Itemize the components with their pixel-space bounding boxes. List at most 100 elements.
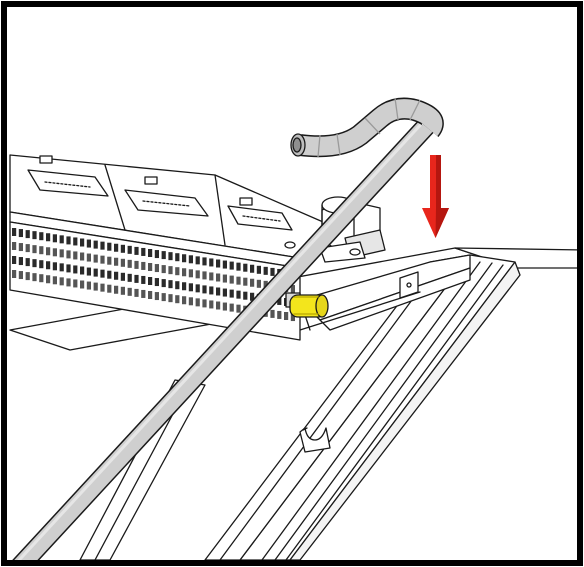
terminal-tooth xyxy=(195,270,200,279)
terminal-tooth xyxy=(86,281,91,290)
terminal-tooth xyxy=(154,278,159,287)
terminal-tooth xyxy=(66,236,71,245)
terminal-tooth xyxy=(222,274,227,283)
terminal-tooth xyxy=(195,256,200,265)
terminal-tooth xyxy=(222,260,227,269)
terminal-tooth xyxy=(32,231,37,240)
terminal-tooth xyxy=(93,268,98,277)
terminal-tooth xyxy=(256,279,261,288)
terminal-tooth xyxy=(141,289,146,298)
terminal-tooth xyxy=(52,262,57,271)
terminal-tooth xyxy=(182,268,187,277)
hose xyxy=(12,97,444,560)
terminal-tooth xyxy=(32,245,37,254)
terminal-tooth xyxy=(86,239,91,248)
terminal-tooth xyxy=(46,233,51,242)
terminal-tooth xyxy=(182,254,187,263)
terminal-tooth xyxy=(127,287,132,296)
terminal-tooth xyxy=(175,253,180,262)
terminal-tooth xyxy=(18,271,23,280)
terminal-tooth xyxy=(175,267,180,276)
terminal-tooth xyxy=(12,228,17,236)
terminal-tooth xyxy=(114,285,119,294)
terminal-tooth xyxy=(134,274,139,283)
terminal-tooth xyxy=(107,242,112,251)
terminal-tooth xyxy=(52,276,57,285)
terminal-tooth xyxy=(168,280,173,289)
terminal-tooth xyxy=(161,265,166,274)
terminal-tooth xyxy=(100,283,105,292)
terminal-tooth xyxy=(39,274,44,283)
terminal-tooth xyxy=(250,292,255,301)
terminal-tooth xyxy=(80,252,85,261)
terminal-tooth xyxy=(148,263,153,271)
terminal-tooth xyxy=(290,285,295,294)
terminal-tooth xyxy=(86,267,91,276)
terminal-tooth xyxy=(263,280,268,289)
terminal-tooth xyxy=(188,297,193,306)
terminal-tooth xyxy=(114,243,119,252)
terminal-tooth xyxy=(25,230,30,239)
terminal-tooth xyxy=(168,266,173,275)
terminal-tooth xyxy=(141,261,146,270)
terminal-tooth xyxy=(134,246,139,255)
terminal-tooth xyxy=(114,271,119,280)
terminal-tooth xyxy=(209,286,214,295)
terminal-tooth xyxy=(12,270,17,278)
terminal-tooth xyxy=(161,251,166,260)
terminal-tooth xyxy=(59,249,64,258)
terminal-blocks xyxy=(12,228,295,322)
terminal-tooth xyxy=(25,258,30,267)
terminal-tooth xyxy=(18,257,23,266)
terminal-tooth xyxy=(216,273,221,282)
terminal-tooth xyxy=(100,269,105,278)
terminal-tooth xyxy=(80,238,85,247)
terminal-tooth xyxy=(93,240,98,249)
terminal-tooth xyxy=(52,248,57,257)
terminal-tooth xyxy=(46,261,51,270)
terminal-tooth xyxy=(154,250,159,259)
terminal-tooth xyxy=(39,232,44,241)
terminal-tooth xyxy=(148,249,153,257)
terminal-tooth xyxy=(202,257,207,266)
terminal-tooth xyxy=(86,253,91,262)
terminal-tooth xyxy=(229,289,234,298)
terminal-tooth xyxy=(222,302,227,311)
terminal-tooth xyxy=(175,295,180,304)
terminal-tooth xyxy=(161,293,166,302)
terminal-tooth xyxy=(39,260,44,269)
terminal-tooth xyxy=(263,266,268,275)
terminal-tooth xyxy=(93,254,98,263)
terminal-tooth xyxy=(32,259,37,268)
terminal-tooth xyxy=(59,235,64,244)
terminal-tooth xyxy=(73,251,78,260)
terminal-tooth xyxy=(134,260,139,269)
terminal-tooth xyxy=(107,284,112,293)
terminal-tooth xyxy=(195,284,200,293)
terminal-tooth xyxy=(250,278,255,287)
down-arrow-icon xyxy=(422,155,449,238)
terminal-tooth xyxy=(250,264,255,273)
terminal-tooth xyxy=(52,234,57,243)
terminal-tooth xyxy=(127,245,132,254)
terminal-tooth xyxy=(290,313,295,322)
terminal-tooth xyxy=(270,309,275,318)
terminal-tooth xyxy=(256,265,261,274)
terminal-tooth xyxy=(120,272,125,281)
terminal-tooth xyxy=(73,237,78,246)
yellow-fitting xyxy=(285,292,329,318)
terminal-tooth xyxy=(236,276,241,285)
terminal-tooth xyxy=(25,244,30,253)
terminal-tooth xyxy=(59,263,64,272)
terminal-tooth xyxy=(236,290,241,299)
terminal-tooth xyxy=(209,272,214,281)
terminal-tooth xyxy=(66,250,71,259)
terminal-tooth xyxy=(284,312,289,320)
terminal-tooth xyxy=(195,298,200,307)
terminal-tooth xyxy=(134,288,139,297)
terminal-tooth xyxy=(120,286,125,295)
terminal-tooth xyxy=(107,270,112,279)
terminal-tooth xyxy=(209,258,214,267)
